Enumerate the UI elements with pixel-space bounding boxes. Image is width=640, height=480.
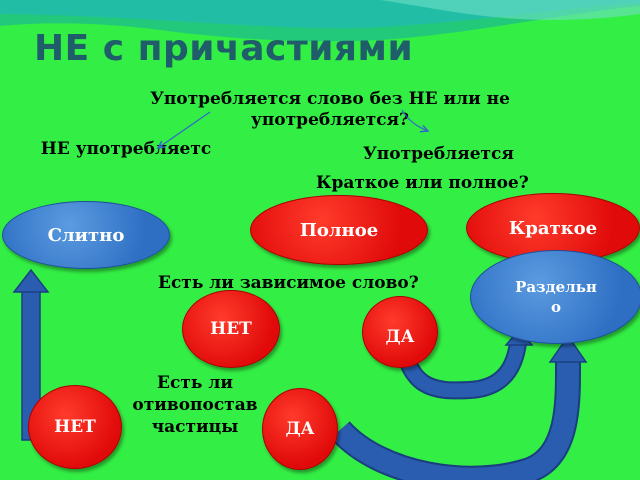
question-contrast: Есть ли отивопостав частицы <box>132 373 258 437</box>
node-short: Краткое <box>466 193 640 263</box>
question-usage: Употребляется слово без НЕ или не употре… <box>150 89 510 130</box>
node-separate: Раздельн о <box>470 250 640 344</box>
header-decoration <box>0 0 640 42</box>
node-yes-contrast: ДА <box>262 388 338 470</box>
label-not-used: НЕ употребляетс <box>40 139 212 159</box>
arrow-yes-contrast-to-separate <box>330 334 588 480</box>
node-no-dependent: НЕТ <box>182 290 280 368</box>
node-full: Полное <box>250 195 428 265</box>
node-together: Слитно <box>2 201 170 269</box>
label-used: Употребляется <box>363 144 514 164</box>
arrow-to-used <box>401 109 428 131</box>
arrow-to-not-used <box>158 111 211 148</box>
slide-title: НЕ с причастиями <box>34 28 414 69</box>
question-form: Краткое или полное? <box>316 173 529 193</box>
question-dependent: Есть ли зависимое слово? <box>158 273 419 293</box>
node-no-contrast: НЕТ <box>28 385 122 469</box>
node-yes-dependent: ДА <box>362 296 438 368</box>
